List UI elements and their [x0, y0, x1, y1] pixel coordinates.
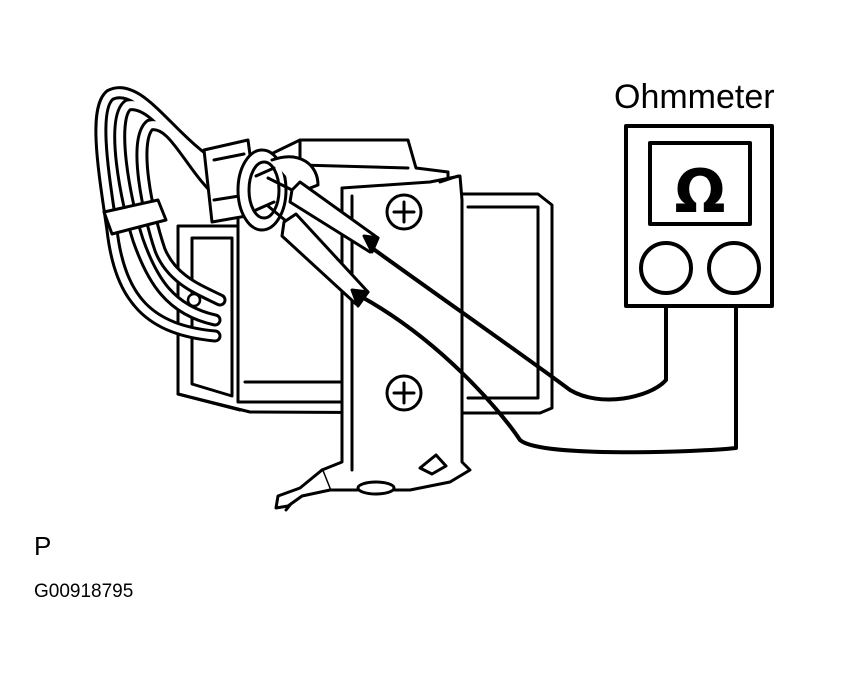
harness-clamp — [102, 198, 168, 236]
corner-letter-label: P — [34, 531, 52, 561]
ohmmeter-label: Ohmmeter — [614, 78, 775, 116]
lower-screw-icon — [385, 374, 423, 412]
upper-test-lead — [370, 246, 668, 402]
mounting-bracket — [274, 174, 472, 512]
ohmmeter-right-jack — [707, 241, 761, 295]
lower-probe — [266, 204, 370, 308]
ohmmeter: Ω — [624, 124, 774, 308]
test-leads — [358, 246, 738, 455]
figure-code-label: G00918795 — [34, 581, 134, 602]
upper-probe — [266, 176, 380, 254]
upper-screw-icon — [385, 193, 423, 231]
ohmmeter-display — [648, 141, 752, 226]
ohmmeter-left-jack — [639, 241, 693, 295]
ohm-symbol-icon: Ω — [674, 157, 725, 227]
lower-test-lead — [358, 294, 738, 455]
